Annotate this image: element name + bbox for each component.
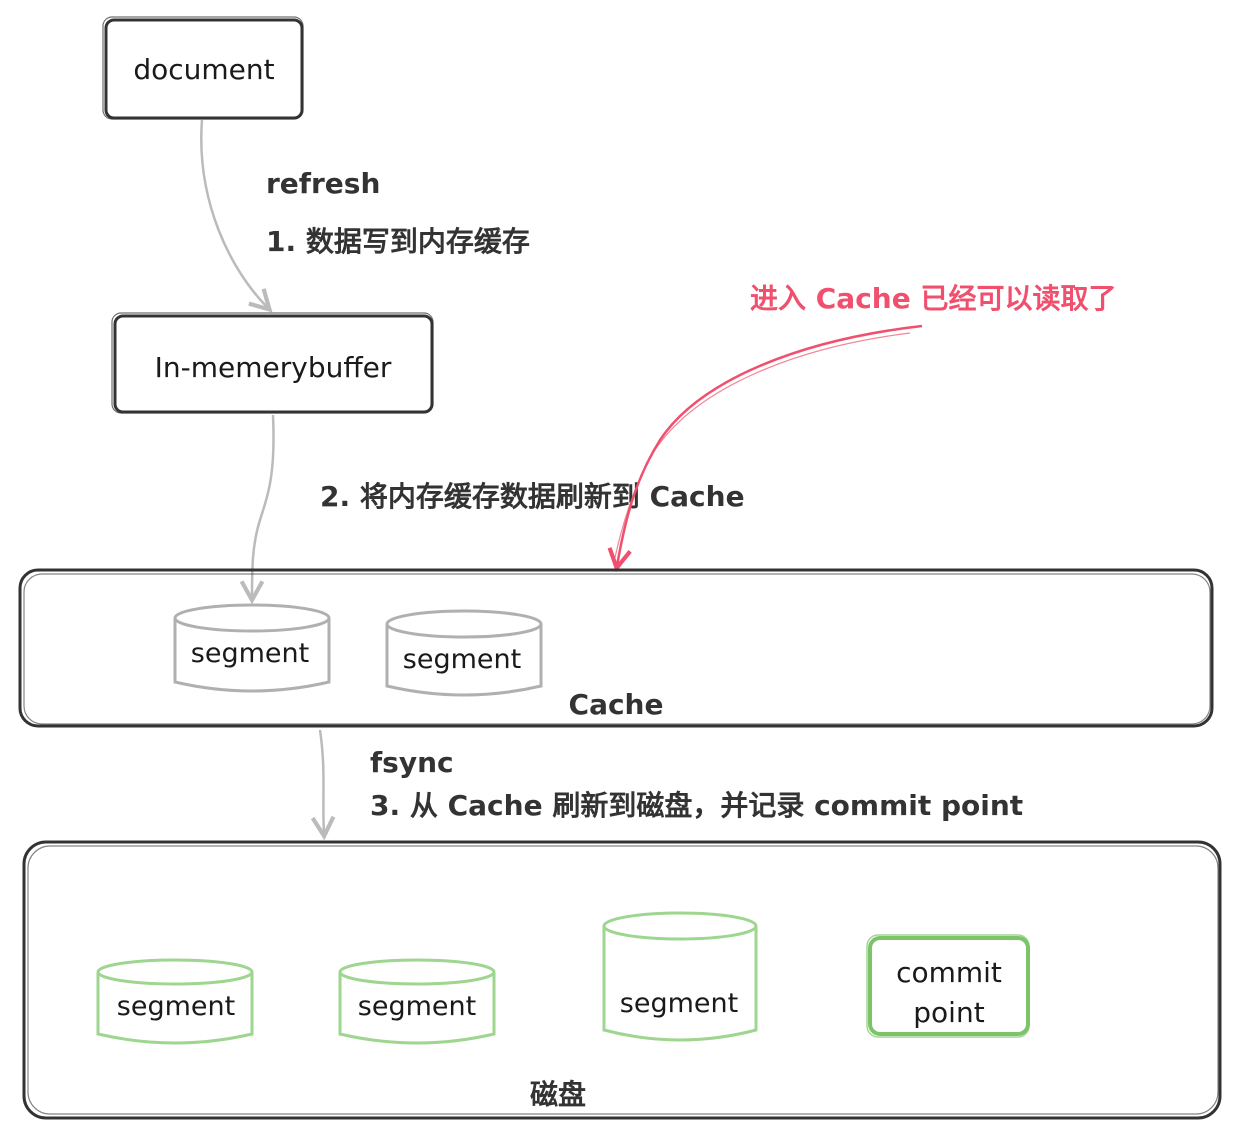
cache-segment-2: segment [385, 609, 543, 697]
disk-segment-3-label: segment [620, 988, 738, 1019]
arrow-annotation-to-cache [617, 324, 923, 566]
disk-container-label: 磁盘 [530, 1078, 586, 1111]
disk-segment-2-body [338, 972, 496, 1045]
step2-label: 2. 将内存缓存数据刷新到 Cache [320, 480, 745, 513]
fsync-label: fsync [370, 746, 454, 779]
disk-segment-3-top [602, 911, 758, 941]
cache-container-box [18, 568, 1214, 728]
arrow-annotation-sketch [613, 332, 911, 563]
disk-segment-2-top [338, 958, 496, 986]
commit-point-line2: point [913, 996, 984, 1029]
cache-container-sketch [23, 573, 1211, 725]
disk-segment-3-body [602, 926, 758, 1042]
disk-container: 磁盘 [22, 840, 1222, 1120]
cache-segment-2-body [385, 624, 543, 697]
cache-segment-1-label: segment [191, 638, 309, 669]
cache-segment-2-label: segment [403, 644, 521, 675]
disk-segment-2: segment [338, 958, 496, 1045]
disk-container-sketch [27, 845, 1219, 1115]
document-box [104, 18, 304, 120]
step1-label: 1. 数据写到内存缓存 [266, 225, 530, 258]
buffer-label: In-memerybuffer [155, 351, 392, 384]
commit-point-node: commit point [866, 934, 1030, 1038]
disk-segment-1-label: segment [117, 991, 235, 1022]
arrow-cache-to-disk [320, 729, 324, 834]
disk-container-box [22, 840, 1222, 1120]
document-label: document [133, 53, 274, 86]
cache-segment-1-top [173, 603, 331, 633]
disk-segment-1: segment [96, 958, 254, 1045]
commit-point-box-sketch [866, 934, 1030, 1038]
buffer-node: In-memerybuffer [111, 312, 434, 414]
disk-segment-1-body [96, 972, 254, 1045]
buffer-box [113, 314, 434, 414]
cache-container-label: Cache [569, 688, 664, 721]
step3-label: 3. 从 Cache 刷新到磁盘，并记录 commit point [370, 789, 1023, 822]
disk-segment-1-top [96, 958, 254, 986]
cache-container: Cache [18, 568, 1214, 728]
cache-segment-1-body [173, 618, 331, 693]
disk-segment-2-label: segment [358, 991, 476, 1022]
arrow-document-to-buffer [200, 119, 268, 308]
refresh-label: refresh [266, 167, 380, 200]
readable-annotation: 进入 Cache 已经可以读取了 [750, 282, 1116, 315]
commit-point-line1: commit [896, 956, 1002, 989]
disk-segment-3: segment [602, 911, 758, 1042]
cache-segment-1: segment [173, 603, 331, 693]
buffer-box-sketch [111, 312, 434, 414]
document-box-sketch [102, 16, 304, 120]
document-node: document [102, 16, 304, 120]
cache-segment-2-top [385, 609, 543, 639]
commit-point-box [868, 936, 1030, 1036]
